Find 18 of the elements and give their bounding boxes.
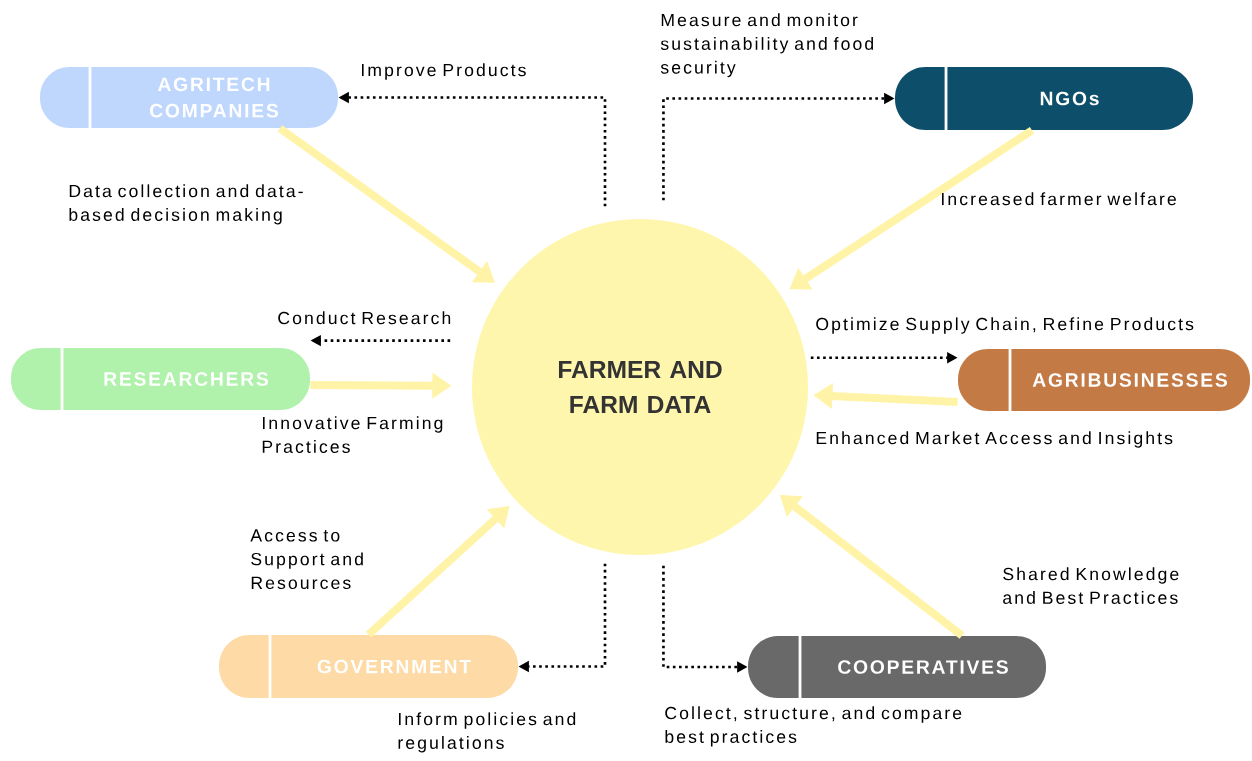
stakeholder-pill: GOVERNMENT [219,635,518,698]
edge-label: Inform policies and regulations [398,712,576,753]
edge-label: Access to Support and Resources [250,529,363,590]
edge-label: Innovative Farming Practices [262,416,443,453]
edge-label: Data collection and data-based decision making [69,184,303,225]
stakeholder-pill: AGRIBUSINESSES [958,349,1251,411]
edge-label: Increased farmer welfare [942,192,1176,206]
edge-label: Measure and monitor sustainability and food security [660,13,873,78]
edge-label: Conduct Research [278,311,451,325]
edge-label: Shared Knowledge and Best Practices [1003,567,1179,604]
edge-label: Improve Products [362,63,526,80]
edge-label: Enhanced Market Access and Insights [816,431,1173,448]
stakeholder-pill: RESEARCHERS [11,348,310,410]
edge-label: Optimize Supply Chain, Refine Products [816,317,1194,334]
stakeholder-pill: COOPERATIVES [748,636,1046,698]
edge-label: Collect, structure, and compare best practices [665,706,962,747]
stakeholder-pill: NGOs [895,67,1193,130]
stakeholder-pill: AGRITECH COMPANIES [40,67,338,128]
